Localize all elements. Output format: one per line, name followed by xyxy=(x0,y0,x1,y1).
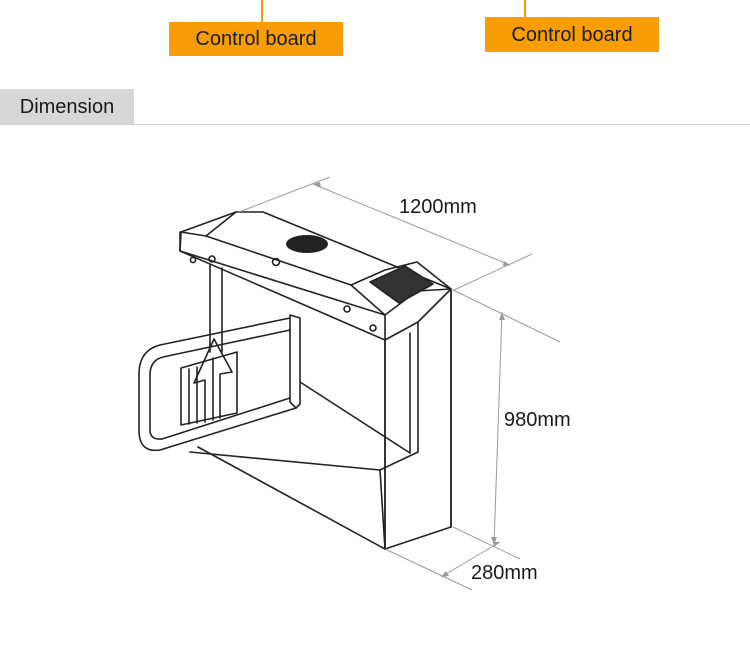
height-dimension-label: 980mm xyxy=(504,409,571,431)
section-divider xyxy=(0,124,750,125)
dimension-arrowheads xyxy=(313,182,510,577)
left-callout-leader xyxy=(261,0,263,22)
section-title: Dimension xyxy=(0,89,134,125)
dimension-section-header: Dimension xyxy=(0,89,750,126)
length-dimension-label: 1200mm xyxy=(399,196,477,218)
left-control-board-label: Control board xyxy=(169,22,343,56)
dimension-lines xyxy=(238,176,561,591)
right-callout-leader xyxy=(524,0,526,18)
width-dimension-label: 280mm xyxy=(471,562,538,584)
right-control-board-label: Control board xyxy=(485,17,659,52)
turnstile-outline xyxy=(138,211,452,550)
reader-hole-icon xyxy=(286,235,328,253)
